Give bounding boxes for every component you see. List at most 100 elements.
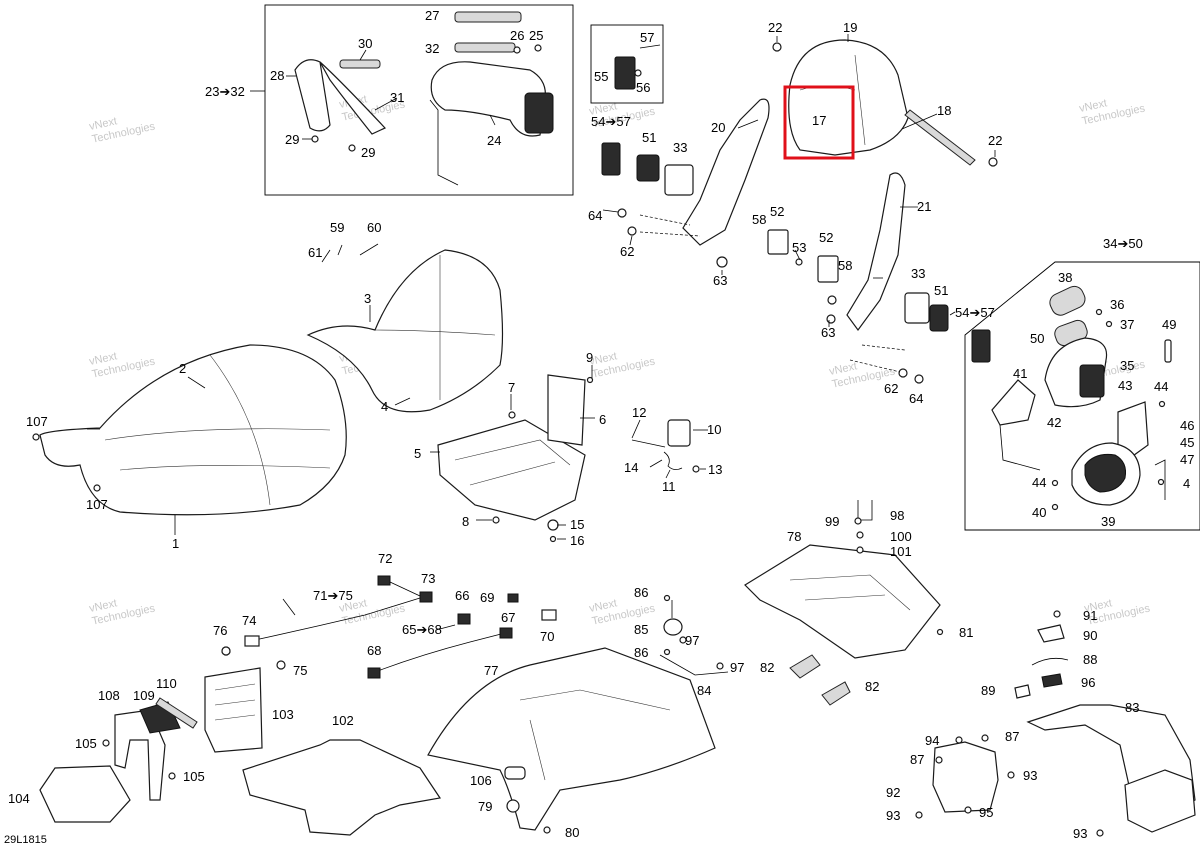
callout-label: 95 bbox=[979, 805, 993, 820]
callout-label: 44 bbox=[1154, 379, 1168, 394]
handle-inset-parts bbox=[294, 11, 554, 186]
callout-label: 70 bbox=[540, 629, 554, 644]
callout-label: 61 bbox=[308, 245, 322, 260]
callout-label: 81 bbox=[959, 625, 973, 640]
callout-label: 93 bbox=[1073, 826, 1087, 841]
callout-label: 25 bbox=[529, 28, 543, 43]
callout-label: 55 bbox=[594, 69, 608, 84]
callout-label: 45 bbox=[1180, 435, 1194, 450]
callout-label: 92 bbox=[886, 785, 900, 800]
callout-label: 82 bbox=[865, 679, 879, 694]
callout-label: 29 bbox=[285, 132, 299, 147]
callout-label: 74 bbox=[242, 613, 256, 628]
callout-label: 22 bbox=[988, 133, 1002, 148]
callout-label: 16 bbox=[570, 533, 584, 548]
callout-label: 36 bbox=[1110, 297, 1124, 312]
callout-label: 12 bbox=[632, 405, 646, 420]
storage-bin-assembly bbox=[437, 374, 700, 543]
watermark-line: vNext bbox=[588, 100, 618, 118]
callout-label: 53 bbox=[792, 240, 806, 255]
group-label: 23➔32 bbox=[205, 84, 245, 99]
callout-label: 33 bbox=[911, 266, 925, 281]
callout-label: 10 bbox=[707, 422, 721, 437]
callout-label: 58 bbox=[838, 258, 852, 273]
latch-inset-parts bbox=[614, 44, 661, 90]
callout-label: 83 bbox=[1125, 700, 1139, 715]
callout-label: 104 bbox=[8, 791, 30, 806]
callout-label: 106 bbox=[470, 773, 492, 788]
callout-label: 97 bbox=[730, 660, 744, 675]
callout-label: 20 bbox=[711, 120, 725, 135]
callout-label: 32 bbox=[425, 41, 439, 56]
callout-label: 73 bbox=[421, 571, 435, 586]
callout-label: 63 bbox=[821, 325, 835, 340]
inset-box-23-32 bbox=[264, 4, 574, 196]
callout-label: 68 bbox=[367, 643, 381, 658]
callout-label: 64 bbox=[588, 208, 602, 223]
callout-label: 7 bbox=[508, 380, 515, 395]
callout-label: 41 bbox=[1013, 366, 1027, 381]
callout-label: 49 bbox=[1162, 317, 1176, 332]
rear-trunk-assembly bbox=[427, 594, 729, 834]
watermark-line: vNext bbox=[1078, 97, 1108, 115]
watermark-line: vNext bbox=[588, 597, 618, 615]
callout-label: 91 bbox=[1083, 608, 1097, 623]
callout-label: 103 bbox=[272, 707, 294, 722]
callout-label: 18 bbox=[937, 103, 951, 118]
callout-label: 69 bbox=[480, 590, 494, 605]
callout-label: 79 bbox=[478, 799, 492, 814]
watermark-line: vNext bbox=[88, 350, 118, 368]
callout-label: 84 bbox=[697, 683, 711, 698]
callout-label: 26 bbox=[510, 28, 524, 43]
callout-label: 38 bbox=[1058, 270, 1072, 285]
callout-label: 105 bbox=[183, 769, 205, 784]
callout-label: 107 bbox=[86, 497, 108, 512]
callout-label: 105 bbox=[75, 736, 97, 751]
callout-label: 29 bbox=[361, 145, 375, 160]
watermark-line: vNext bbox=[1083, 597, 1113, 615]
callout-label: 66 bbox=[455, 588, 469, 603]
watermark-line: vNext bbox=[88, 597, 118, 615]
callout-label: 89 bbox=[981, 683, 995, 698]
callout-label: 31 bbox=[390, 90, 404, 105]
leader-lines bbox=[87, 34, 996, 631]
callout-label: 82 bbox=[760, 660, 774, 675]
group-label: 34➔50 bbox=[1103, 236, 1143, 251]
callout-label: 14 bbox=[624, 460, 638, 475]
callout-label: 57 bbox=[640, 30, 654, 45]
callout-label: 86 bbox=[634, 585, 648, 600]
callout-label: 102 bbox=[332, 713, 354, 728]
callout-label: 87 bbox=[1005, 729, 1019, 744]
group-label: 65➔68 bbox=[402, 622, 442, 637]
highlight-frame bbox=[783, 85, 855, 160]
group-label: 71➔75 bbox=[313, 588, 353, 603]
callout-label: 60 bbox=[367, 220, 381, 235]
callout-label: 56 bbox=[636, 80, 650, 95]
callout-label: 75 bbox=[293, 663, 307, 678]
callout-label: 1 bbox=[172, 536, 179, 551]
group-label: 54➔57 bbox=[955, 305, 995, 320]
callout-label: 35 bbox=[1120, 358, 1134, 373]
callout-label: 13 bbox=[708, 462, 722, 477]
callout-label: 59 bbox=[330, 220, 344, 235]
callout-label: 90 bbox=[1083, 628, 1097, 643]
luggage-rack-assembly bbox=[744, 500, 944, 706]
callout-label: 50 bbox=[1030, 331, 1044, 346]
group-labels: 23➔32 54➔57 54➔57 34➔50 71➔75 65➔68 bbox=[205, 84, 1143, 637]
callout-label: 15 bbox=[570, 517, 584, 532]
watermark-line: vNext bbox=[828, 360, 858, 378]
callout-label: 80 bbox=[565, 825, 579, 840]
callout-label: 87 bbox=[910, 752, 924, 767]
callout-label: 93 bbox=[886, 808, 900, 823]
callout-label: 6 bbox=[599, 412, 606, 427]
headrest-kit-parts bbox=[991, 285, 1172, 511]
callout-label: 27 bbox=[425, 8, 439, 23]
latch-hardware bbox=[601, 142, 991, 384]
callout-label: 67 bbox=[501, 610, 515, 625]
callout-label: 78 bbox=[787, 529, 801, 544]
callout-label: 110 bbox=[156, 676, 177, 691]
inset-box-34-50 bbox=[964, 261, 1200, 531]
callout-label: 44 bbox=[1032, 475, 1046, 490]
callout-label: 97 bbox=[685, 633, 699, 648]
